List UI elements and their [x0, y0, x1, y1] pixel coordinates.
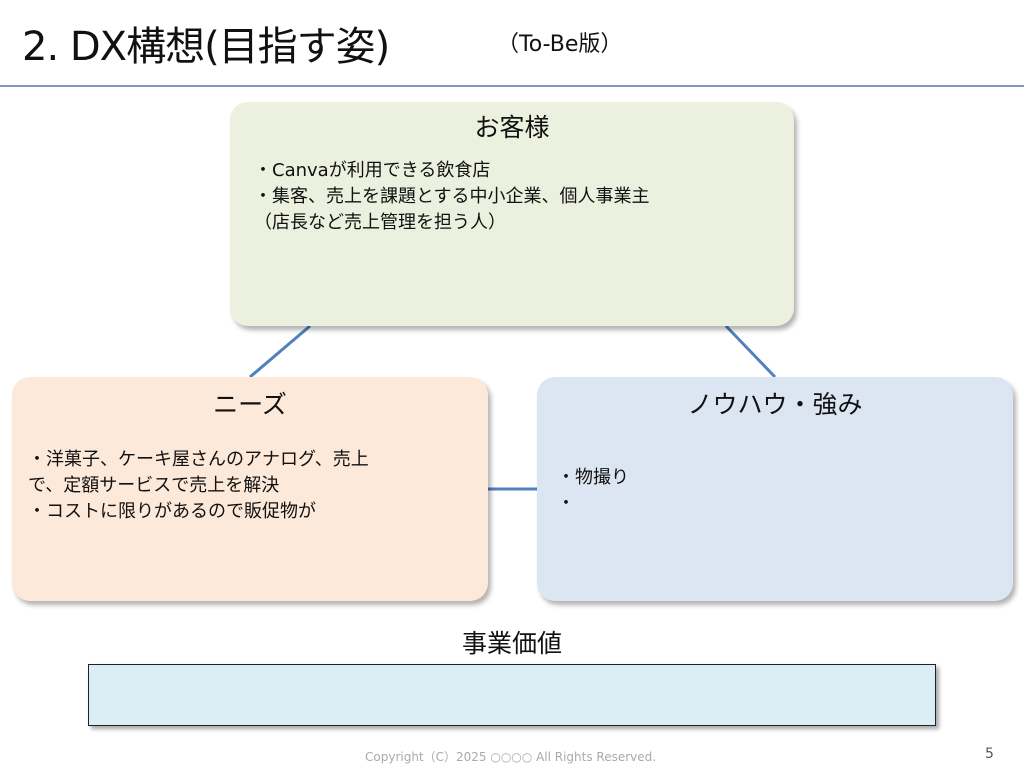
customer-line: ・Canvaが利用できる飲食店 — [254, 160, 491, 181]
needs-heading: ニーズ — [213, 390, 287, 419]
connector-customer-knowhow — [724, 324, 777, 379]
slide-title: 2. DX構想(目指す姿) — [22, 24, 390, 70]
knowhow-heading: ノウハウ・強み — [687, 390, 863, 419]
business-value-box — [88, 664, 936, 726]
needs-line: で、定額サービスで売上を解決 — [28, 475, 280, 496]
needs-box: ニーズ ・洋菓子、ケーキ屋さんのアナログ、売上 で、定額サービスで売上を解決 ・… — [12, 377, 488, 601]
slide-subtitle: （To-Be版） — [497, 32, 623, 57]
knowhow-line: ・ — [557, 493, 575, 514]
needs-line: ・コストに限りがあるので販促物が — [28, 501, 316, 522]
customer-line: （店長など売上管理を担う人） — [254, 212, 506, 233]
copyright: Copyright（C）2025 ○○○○ All Rights Reserve… — [365, 750, 657, 764]
knowhow-line: ・物撮り — [557, 467, 629, 488]
customer-line: ・集客、売上を課題とする中小企業、個人事業主 — [254, 186, 650, 207]
page-number: 5 — [985, 746, 994, 762]
connector-customer-needs — [249, 324, 311, 379]
needs-line: ・洋菓子、ケーキ屋さんのアナログ、売上 — [28, 449, 369, 470]
customer-box: お客様 ・Canvaが利用できる飲食店 ・集客、売上を課題とする中小企業、個人事… — [230, 102, 794, 326]
knowhow-box: ノウハウ・強み ・物撮り ・ — [537, 377, 1013, 601]
title-divider — [0, 85, 1024, 87]
customer-heading: お客様 — [474, 113, 550, 142]
business-value-heading: 事業価値 — [461, 629, 562, 658]
